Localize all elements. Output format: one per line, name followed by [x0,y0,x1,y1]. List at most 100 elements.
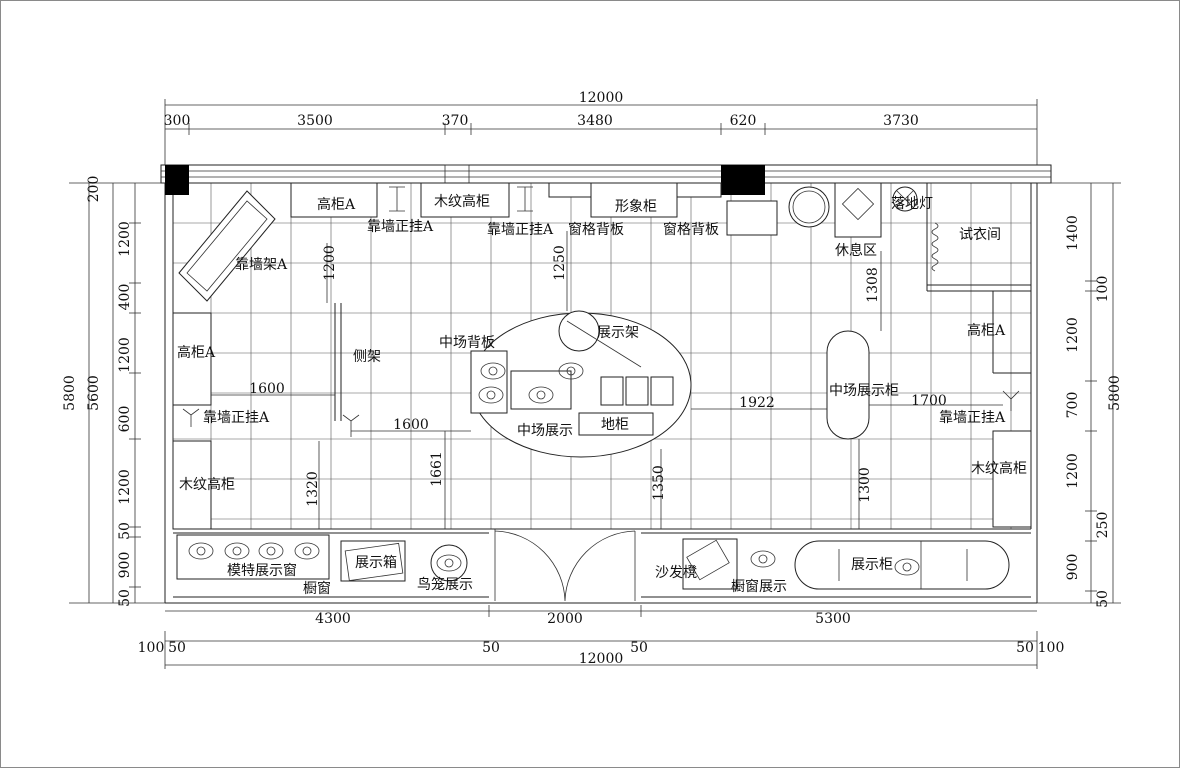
sofa-stool [682,538,738,590]
dim-in-1600a: 1600 [249,381,285,397]
label-sofa-stool: 沙发櫈 [655,565,697,581]
dim-in-1300: 1300 [857,467,873,503]
dim-in-1200: 1200 [322,245,338,281]
counter [726,200,778,236]
mannequin-icon [294,542,320,560]
mannequin-icon [436,554,462,572]
hanger-icon [517,186,533,212]
mannequin-head-icon [488,366,498,376]
dim-right-s1: 1400 [1065,215,1081,251]
hanger-icons [182,186,1020,437]
dim-left-s2: 400 [117,284,133,311]
wood-high-cabinet-top [420,182,510,218]
mannequins [188,362,920,576]
high-cabinet-a-left [172,312,212,406]
dim-top-total: 12000 [579,90,624,106]
mannequin-head-icon [902,562,912,572]
dim-bottom-6: 50 [630,640,648,656]
label-center-display-cabinet: 中场展示柜 [829,383,899,399]
label-grid-backboard-2: 窗格背板 [663,221,719,238]
grid-backboard-left [548,182,592,198]
mannequin-head-icon [536,390,546,400]
dim-left-s7: 900 [117,552,133,579]
label-center-backboard: 中场背板 [439,335,495,351]
label-wood-high-cabinet-right: 木纹高柜 [971,460,1027,477]
dim-left-5800: 5800 [62,375,78,411]
dim-right-s7: 900 [1065,554,1081,581]
label-floor-lamp: 落地灯 [891,196,933,212]
label-wall-hang-a-4: 靠墙正挂A [939,410,1006,426]
wall-rack-a [178,190,276,302]
mannequin-icon [528,386,554,404]
mannequin-icon [478,386,504,404]
dim-right-s4: 700 [1065,392,1081,419]
dim-top-6: 3730 [883,113,919,129]
label-wood-high-cabinet-left: 木纹高柜 [179,476,235,493]
mannequin-icon [188,542,214,560]
pilaster [444,164,470,184]
mannequin-icon [224,542,250,560]
label-wall-hang-a-2: 靠墙正挂A [487,222,554,238]
mannequin-icon [258,542,284,560]
dim-in-1250: 1250 [552,245,568,281]
center-display-cabinet [826,330,870,440]
dim-right-s6: 250 [1095,512,1111,539]
birdcage [430,544,468,582]
dim-in-1700: 1700 [911,393,947,409]
wood-high-cabinet-right [992,430,1032,528]
dim-bottom-8: 50 [1016,640,1034,656]
label-wall-hang-a-1: 靠墙正挂A [367,219,434,235]
top-wall-band [160,164,1052,184]
dim-left-s6: 50 [117,522,133,540]
label-display-cabinet: 展示柜 [851,557,893,573]
mannequin-icon [894,558,920,576]
column-left [165,165,189,195]
label-high-cabinet-a-top: 高柜A [317,196,356,213]
dim-in-1308: 1308 [865,267,881,303]
column-middle [721,165,765,195]
dim-bottom-2: 50 [168,640,186,656]
mannequin-icon [750,550,776,568]
dim-left-s3: 1200 [117,337,133,373]
label-display-box: 展示箱 [355,555,397,571]
label-image-cabinet: 形象柜 [615,199,657,215]
label-display-rack: 展示架 [597,325,639,341]
mannequin-head-icon [758,554,768,564]
dim-right-s2: 100 [1095,276,1111,303]
grid-backboard-right [676,182,722,198]
dim-in-1922: 1922 [739,395,775,411]
label-birdcage-display: 鸟笼展示 [417,576,473,593]
image-cabinet [590,182,678,218]
label-grid-backboard-1: 窗格背板 [568,221,624,238]
mannequin-head-icon [566,366,576,376]
dim-bottom-total: 12000 [579,651,624,667]
label-high-cabinet-a-left: 高柜A [177,344,216,361]
label-model-window: 模特展示窗 [227,562,297,579]
dim-right-s3: 1200 [1065,317,1081,353]
dim-bottom-9: 100 [1038,640,1065,656]
dim-left-s4: 600 [117,406,133,433]
dim-bottom-4: 50 [482,640,500,656]
dim-right-s8: 50 [1095,590,1111,608]
dim-top-4: 3480 [577,113,613,129]
dim-top-5: 620 [730,113,757,129]
round-table [788,186,830,228]
mannequin-icon [480,362,506,380]
furniture [172,182,1032,602]
label-wall-rack-a: 靠墙架A [235,257,288,273]
label-showcase-window: 橱窗 [303,580,331,597]
label-fitting-room: 试衣间 [959,227,1001,243]
room-labels: 高柜A 木纹高柜 靠墙正挂A 靠墙正挂A 窗格背板 形象柜 窗格背板 靠墙架A … [177,193,1027,597]
label-wall-hang-a-3: 靠墙正挂A [203,410,270,426]
dim-bottom-3: 4300 [315,611,351,627]
label-rest-area: 休息区 [835,242,877,259]
dim-in-1661: 1661 [429,451,445,487]
hanger-icon [182,408,200,427]
entrance-doors [494,529,636,602]
dim-in-1600b: 1600 [393,417,429,433]
center-backboard [470,350,508,414]
mannequin-head-icon [232,546,242,556]
dim-in-1350: 1350 [651,465,667,501]
